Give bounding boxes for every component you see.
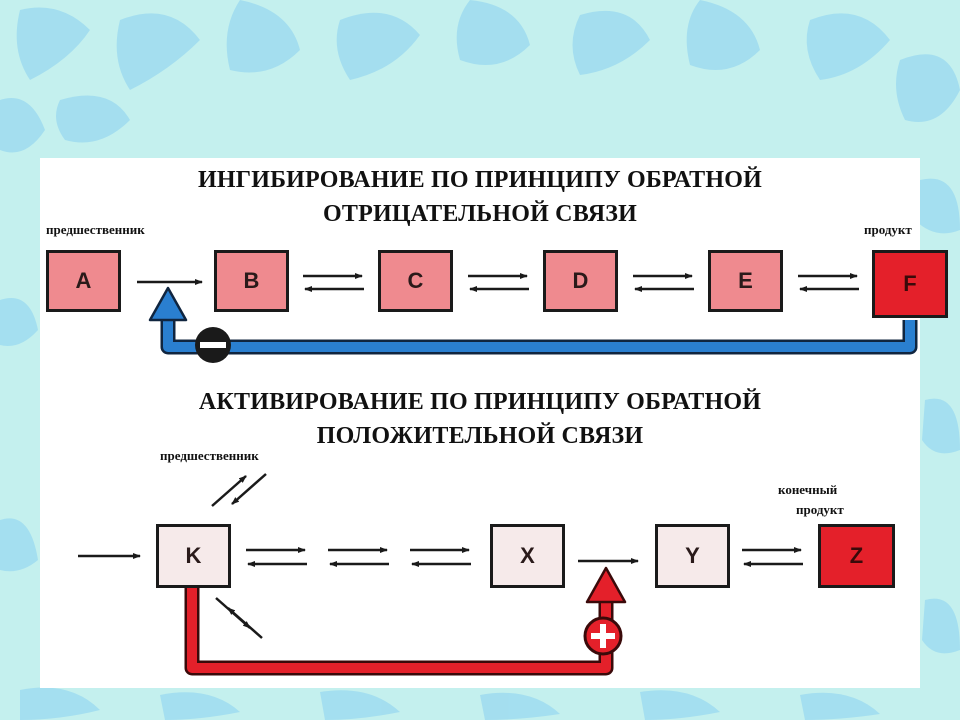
node-a: A (46, 250, 121, 312)
node-e: E (708, 250, 783, 312)
reversible-arrow-c-d (468, 273, 529, 292)
reversible-arrow-precursor-k-top (211, 473, 267, 507)
positive-sign-icon (583, 616, 623, 656)
end-product-label-line1: конечный (778, 482, 838, 497)
bottom-title-line1: АКТИВИРОВАНИЕ ПО ПРИНЦИПУ ОБРАТНОЙ (198, 389, 762, 415)
end-product-label-line2: продукт (796, 502, 844, 517)
node-c: C (378, 250, 453, 312)
node-y: Y (655, 524, 730, 588)
node-z: Z (818, 524, 895, 588)
reversible-arrow-step3-x (410, 547, 471, 567)
negative-sign-icon (195, 327, 231, 363)
reversible-arrow-k-bottom (215, 597, 263, 639)
reversible-arrow-e-f (798, 273, 859, 292)
bottom-precursor-label: предшественник (160, 448, 259, 463)
reversible-arrow-b-c (303, 273, 364, 292)
bottom-title-line2: ПОЛОЖИТЕЛЬНОЙ СВЯЗИ (316, 423, 644, 449)
top-title-line1: ИНГИБИРОВАНИЕ ПО ПРИНЦИПУ ОБРАТНОЙ (198, 167, 762, 193)
node-x: X (490, 524, 565, 588)
reversible-arrow-y-z (742, 547, 803, 567)
negative-feedback-loop (148, 286, 918, 355)
top-product-label: продукт (864, 222, 912, 237)
reversible-arrow-k-step1 (246, 547, 307, 567)
reversible-arrow-d-e (633, 273, 694, 292)
node-b: B (214, 250, 289, 312)
node-f: F (872, 250, 948, 318)
node-k: K (156, 524, 231, 588)
reversible-arrow-step2 (328, 547, 389, 567)
node-d: D (543, 250, 618, 312)
top-precursor-label: предшественник (46, 222, 145, 237)
top-title-line2: ОТРИЦАТЕЛЬНОЙ СВЯЗИ (323, 201, 637, 227)
